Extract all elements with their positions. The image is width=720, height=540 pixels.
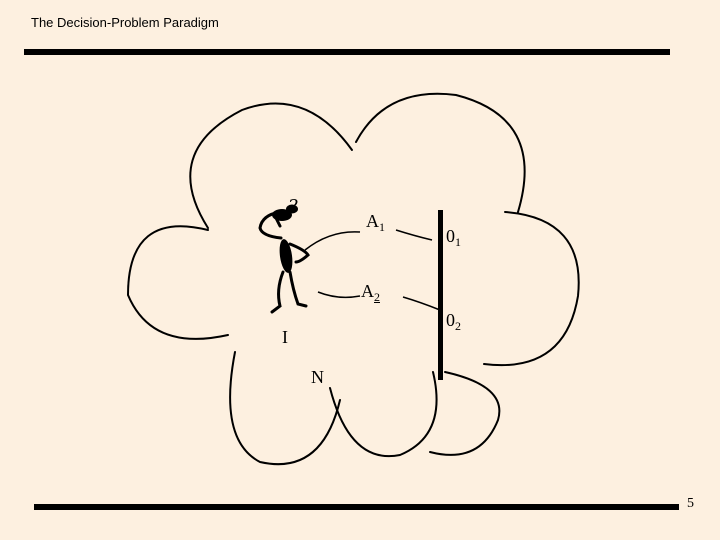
information-label: I (282, 327, 288, 347)
nature-label: N (311, 367, 324, 387)
outcome-1-label: 01 (446, 226, 461, 249)
thinking-person-icon: ? (258, 196, 310, 314)
decision-connectors (304, 229, 441, 311)
bottom-rule (34, 504, 679, 510)
action-2-label: A2 (361, 281, 380, 304)
outcome-2-line (402, 296, 441, 311)
outcome-bar (438, 210, 443, 380)
top-rule (24, 49, 670, 55)
slide-title: The Decision-Problem Paradigm (31, 15, 219, 30)
question-mark: ? (288, 196, 298, 217)
action-1-line (304, 231, 361, 251)
cloud-outline (126, 92, 580, 466)
action-1-label: A1 (366, 211, 385, 234)
page-number: 5 (687, 496, 694, 511)
action-2-line (317, 291, 361, 299)
outcome-2-label: 02 (446, 310, 461, 333)
outcome-1-line (395, 229, 433, 241)
